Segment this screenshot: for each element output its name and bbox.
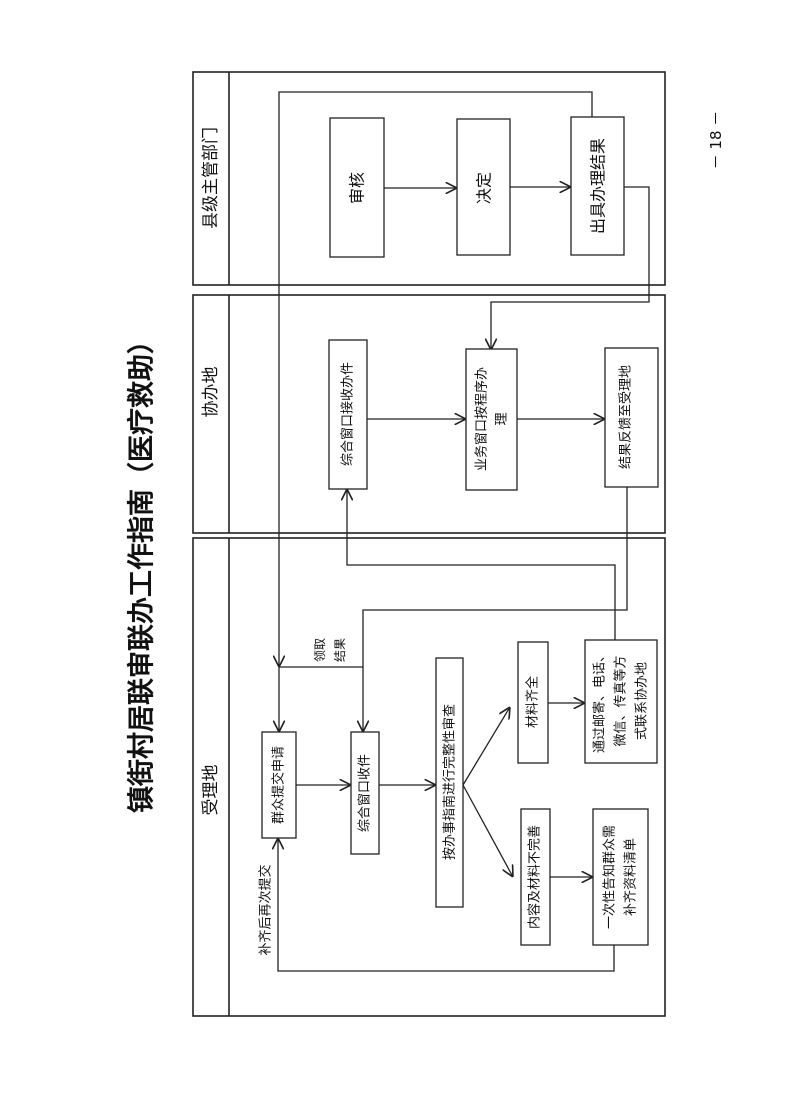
svg-text:通过邮寄、电话、: 通过邮寄、电话、 [592,649,608,753]
page-title: 镇街村居联审联办工作指南（医疗救助） [126,327,158,813]
svg-text:综合窗口收件: 综合窗口收件 [357,754,373,832]
step-materials-incomplete: 内容及材料不完善 [520,808,551,946]
step-completeness-review: 按办事指南进行完整性审查 [435,657,464,908]
step-materials-complete: 材料齐全 [517,641,549,764]
step-notify-once: 一次性告知群众需 补齐资料清单 [592,808,649,946]
step-assist-process: 业务窗口按程序办 理 [465,348,518,491]
svg-text:一次性告知群众需: 一次性告知群众需 [602,825,618,929]
step-submit: 群众提交申请 [261,731,297,839]
svg-text:材料齐全: 材料齐全 [525,676,541,728]
lane-county-label: 县级主管部门 [201,127,221,229]
step-issue-result: 出具办理结果 [570,116,625,256]
svg-text:审核: 审核 [348,172,367,204]
lane-assist: 协办地 [192,294,666,534]
svg-text:结果反馈至受理地: 结果反馈至受理地 [619,365,634,469]
lane-accept: 受理地 [192,537,666,1017]
pickup-label-1: 领取 [313,638,327,662]
resubmit-label: 补齐后再次提交 [258,864,274,955]
svg-text:按办事指南进行完整性审查: 按办事指南进行完整性审查 [442,704,458,860]
svg-text:式联系协办地: 式联系协办地 [635,662,650,740]
svg-text:补齐资料清单: 补齐资料清单 [623,838,639,916]
step-collect: 综合窗口收件 [350,731,380,855]
svg-text:决定: 决定 [475,172,494,204]
svg-text:理: 理 [495,412,510,425]
step-contact-assist: 通过邮寄、电话、 微信、传真等方 式联系协办地 [584,639,658,764]
lane-accept-label: 受理地 [201,765,221,816]
lane-assist-label: 协办地 [201,367,221,418]
step-assist-feedback: 结果反馈至受理地 [604,347,659,488]
svg-text:出具办理结果: 出具办理结果 [589,138,608,234]
page-number: － 18 － [707,111,725,170]
pickup-label-2: 结果 [333,638,347,662]
lane-county: 县级主管部门 [192,71,666,286]
step-assist-receive: 综合窗口接收办件 [328,339,368,490]
step-decide: 决定 [456,118,511,256]
connectors [278,91,650,972]
step-review: 审核 [329,117,385,258]
svg-text:业务窗口按程序办: 业务窗口按程序办 [474,367,490,471]
svg-text:内容及材料不完善: 内容及材料不完善 [527,825,543,929]
svg-text:群众提交申请: 群众提交申请 [271,746,287,824]
svg-text:综合窗口接收办件: 综合窗口接收办件 [340,362,356,466]
svg-text:微信、传真等方: 微信、传真等方 [613,655,629,746]
